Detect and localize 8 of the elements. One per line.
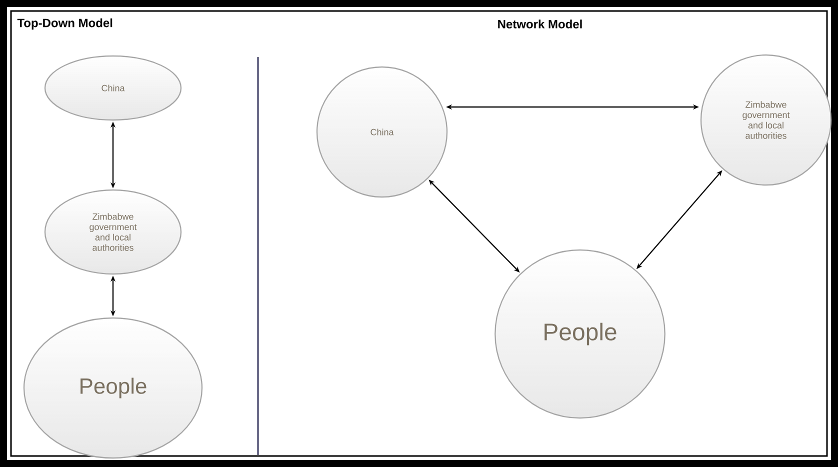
ellipse-node: China [44, 55, 182, 121]
ellipse-node: People [23, 317, 203, 459]
circle-node: China [316, 66, 448, 198]
ellipse-node: Zimbabwe government and local authorities [44, 189, 182, 275]
circle-node: People [494, 249, 666, 419]
panel-heading: Network Model [498, 20, 582, 28]
panel-heading: Top-Down Model [17, 18, 112, 30]
circle-node: Zimbabwe government and local authorities [700, 54, 832, 186]
